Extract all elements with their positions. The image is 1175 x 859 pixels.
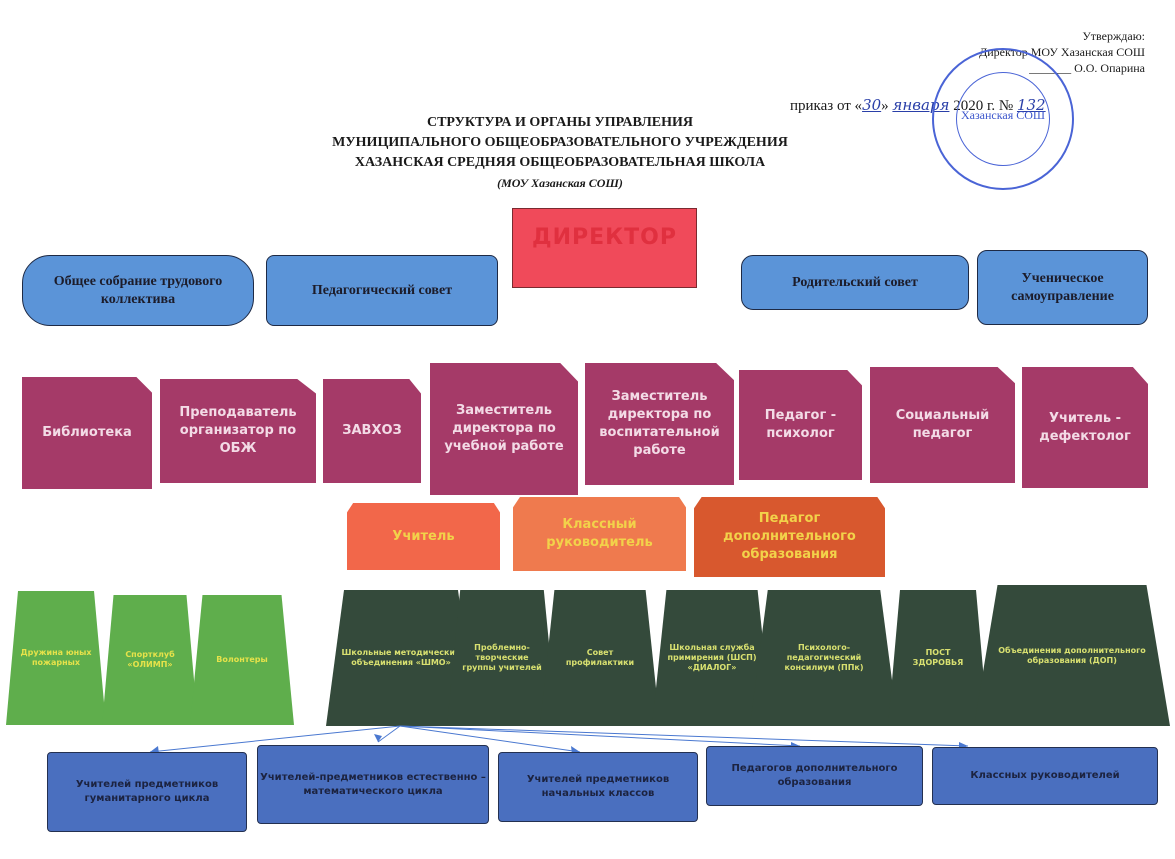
title-line-1: СТРУКТУРА И ОРГАНЫ УПРАВЛЕНИЯ	[426, 115, 694, 130]
additional-education-teacher-box: Педагог дополнительного образования	[694, 497, 885, 577]
document-title: СТРУКТУРА И ОРГАНЫ УПРАВЛЕНИЯ МУНИЦИПАЛЬ…	[300, 113, 820, 193]
title-line-4: (МОУ Хазанская СОШ)	[497, 176, 623, 190]
class-teacher-box: Классный руководитель	[513, 497, 686, 571]
stamp-inner-ring	[956, 72, 1050, 166]
group-volunteers-label: Волонтеры	[216, 655, 268, 664]
arrow-to-primary	[399, 725, 581, 753]
mo-humanitarian: Учителей предметников гуманитарного цикл…	[47, 752, 247, 832]
official-stamp: Хазанская СОШ	[932, 48, 1074, 190]
group-health-post: ПОСТ ЗДОРОВЬЯ	[888, 590, 988, 726]
staff-zavkhoz: ЗАВХОЗ	[323, 379, 421, 483]
council-student-government: Ученическое самоуправление	[977, 250, 1148, 325]
group-shmo: Школьные методические объединения «ШМО»	[326, 590, 476, 726]
arrow-to-additional	[399, 725, 801, 747]
group-young-firefighters-label: Дружина юных пожарных	[20, 648, 92, 667]
staff-defectologist: Учитель - дефектолог	[1022, 367, 1148, 488]
order-day: 30	[862, 96, 882, 114]
group-creative-teachers: Проблемно-творческие группы учителей	[447, 590, 557, 726]
group-reconciliation-service-label: Школьная служба примирения (ШСП) «ДИАЛОГ…	[667, 643, 757, 672]
arrow-to-science	[377, 725, 401, 743]
mo-class-teachers: Классных руководителей	[932, 747, 1158, 805]
staff-psychologist: Педагог - психолог	[739, 370, 862, 480]
group-dop: Объединения дополнительного образования …	[974, 585, 1170, 726]
approval-line-1: Утверждаю:	[1082, 29, 1145, 43]
group-young-firefighters: Дружина юных пожарных	[6, 591, 106, 725]
council-parents: Родительский совет	[741, 255, 969, 310]
group-volunteers: Волонтеры	[190, 595, 294, 725]
order-sep-1: »	[881, 98, 893, 114]
group-health-post-label: ПОСТ ЗДОРОВЬЯ	[912, 648, 964, 667]
approval-line-3: _______ О.О. Опарина	[1029, 61, 1145, 75]
group-prevention-council: Совет профилактики	[540, 590, 660, 726]
group-ppk: Психолого-педагогический консилиум (ППк)	[750, 590, 898, 726]
group-sport-club-label: Спортклуб «ОЛИМП»	[125, 650, 175, 669]
council-general-meeting: Общее собрание трудового коллектива	[22, 255, 254, 326]
group-ppk-label: Психолого-педагогический консилиум (ППк)	[784, 643, 864, 672]
group-sport-club: Спортклуб «ОЛИМП»	[102, 595, 198, 725]
arrow-to-humanitarian	[149, 725, 401, 753]
group-reconciliation-service: Школьная служба примирения (ШСП) «ДИАЛОГ…	[652, 590, 772, 726]
group-shmo-label: Школьные методические объединения «ШМО»	[341, 648, 461, 667]
council-pedagogical: Педагогический совет	[266, 255, 498, 326]
mo-science-math: Учителей-предметников естественно – мате…	[257, 745, 489, 824]
mo-primary: Учителей предметников начальных классов	[498, 752, 698, 822]
title-line-2: МУНИЦИПАЛЬНОГО ОБЩЕОБРАЗОВАТЕЛЬНОГО УЧРЕ…	[332, 135, 788, 150]
title-line-3: ХАЗАНСКАЯ СРЕДНЯЯ ОБЩЕОБРАЗОВАТЕЛЬНАЯ ШК…	[354, 155, 766, 170]
stamp-text: Хазанская СОШ	[960, 108, 1046, 122]
group-prevention-council-label: Совет профилактики	[565, 648, 635, 667]
director-box: ДИРЕКТОР	[512, 208, 697, 288]
staff-deputy-educational: Заместитель директора по воспитательной …	[585, 363, 734, 485]
staff-obzh-organizer: Преподаватель организатор по ОБЖ	[160, 379, 316, 483]
arrowhead-science	[374, 734, 382, 742]
approval-block: Утверждаю: Директор МОУ Хазанская СОШ __…	[840, 28, 1145, 76]
mo-additional-education: Педагогов дополнительного образования	[706, 746, 923, 806]
order-prefix: приказ от «	[790, 98, 863, 114]
staff-deputy-academic: Заместитель директора по учебной работе	[430, 363, 578, 495]
arrow-to-class-teachers	[399, 725, 969, 747]
teacher-box: Учитель	[347, 503, 500, 570]
group-creative-teachers-label: Проблемно-творческие группы учителей	[462, 643, 542, 672]
staff-library: Библиотека	[22, 377, 152, 489]
staff-social-pedagogue: Социальный педагог	[870, 367, 1015, 483]
group-dop-label: Объединения дополнительного образования …	[998, 645, 1146, 665]
